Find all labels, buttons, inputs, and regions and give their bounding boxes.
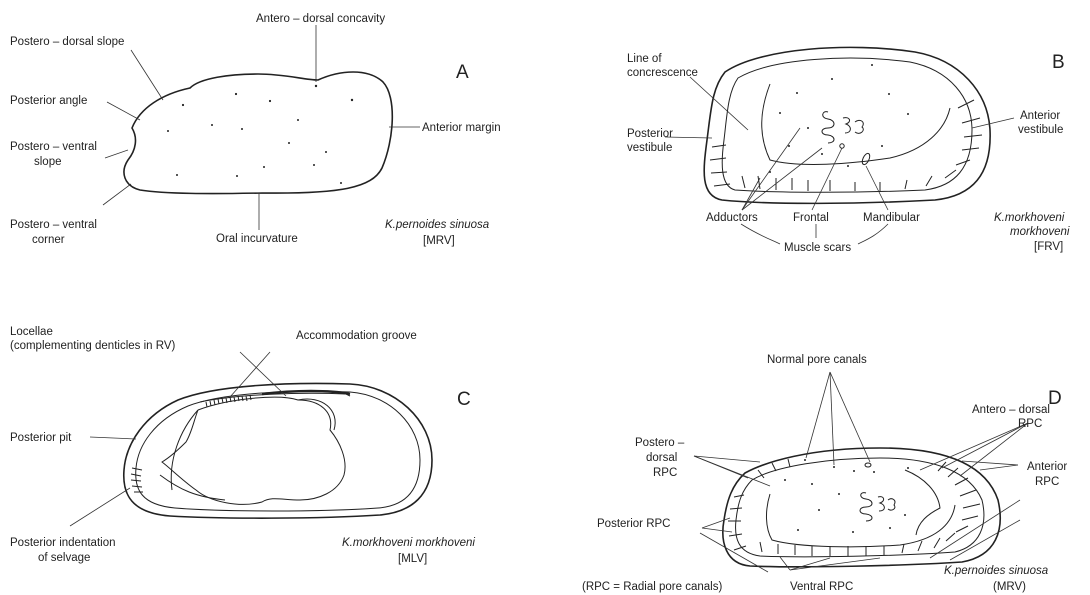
- postero-ventral-corner-label-2: corner: [32, 234, 65, 246]
- panel-a-carapace-outline: [124, 72, 392, 194]
- panel-b-radial-canals: [710, 100, 982, 191]
- postero-dorsal-rpc-label-1: Postero –: [635, 437, 685, 449]
- panel-c-species: K.morkhoveni morkhoveni: [342, 537, 475, 549]
- panel-b-pores: [769, 64, 909, 173]
- normal-pore-canals-label: Normal pore canals: [767, 354, 867, 366]
- postero-ventral-slope-label-1: Postero – ventral: [10, 141, 97, 153]
- panel-a-leaders: [103, 25, 420, 230]
- panel-c-letter: C: [457, 389, 471, 410]
- anterior-margin-label: Anterior margin: [422, 122, 501, 134]
- panel-d-vestibule-line: [905, 470, 940, 535]
- panel-d: D: [582, 354, 1067, 593]
- panel-b-species-2: morkhoveni: [1010, 226, 1070, 238]
- panel-b-outer-outline: [704, 47, 990, 203]
- adductors-label: Adductors: [706, 212, 758, 224]
- postero-dorsal-rpc-label-2: dorsal: [646, 452, 677, 464]
- panel-c-muscle-field: [162, 397, 345, 504]
- postero-dorsal-rpc-label-3: RPC: [653, 467, 677, 479]
- panel-c-posterior-pit: [131, 468, 143, 492]
- panel-b: B: [627, 47, 1070, 254]
- panel-b-muscle-scars: [822, 112, 871, 166]
- panel-c-view: [MLV]: [398, 553, 427, 565]
- anterior-rpc-label-1: Anterior: [1027, 461, 1067, 473]
- oral-incurvature-label: Oral incurvature: [216, 233, 298, 245]
- antero-dorsal-concavity-label: Antero – dorsal concavity: [256, 13, 385, 25]
- panel-a-species: K.pernoides sinuosa: [385, 219, 489, 231]
- posterior-vestibule-label-1: Posterior: [627, 128, 673, 140]
- anterior-rpc-label-2: RPC: [1035, 476, 1059, 488]
- panel-c-inner-margin: [136, 391, 420, 511]
- panel-d-inner-margin: [736, 458, 984, 557]
- postero-dorsal-slope-label: Postero – dorsal slope: [10, 36, 124, 48]
- panel-c-leaders: [70, 352, 286, 526]
- anterior-vestibule-label-1: Anterior: [1020, 110, 1060, 122]
- ventral-rpc-label: Ventral RPC: [790, 581, 853, 593]
- panel-a-view: [MRV]: [423, 235, 455, 247]
- locellae-label-1: Locellae: [10, 326, 53, 338]
- postero-ventral-slope-label-2: slope: [34, 156, 62, 168]
- panel-b-inner-margin: [722, 58, 972, 192]
- postero-ventral-corner-label-1: Postero – ventral: [10, 219, 97, 231]
- panel-a: A Antero – dorsal concavity Postero – do…: [10, 13, 501, 247]
- panel-c: C Locellae (complementing denticles in R…: [10, 326, 475, 565]
- posterior-indentation-label-1: Posterior indentation: [10, 537, 115, 549]
- panel-d-view: (MRV): [993, 581, 1026, 593]
- muscle-scars-label: Muscle scars: [784, 242, 851, 254]
- line-of-concrescence-label-1: Line of: [627, 53, 662, 65]
- panel-b-species-1: K.morkhoveni: [994, 212, 1065, 224]
- panel-d-pores: [784, 459, 909, 533]
- anterior-vestibule-label-2: vestibule: [1018, 124, 1063, 136]
- antero-dorsal-rpc-label-1: Antero – dorsal: [972, 404, 1050, 416]
- posterior-indentation-label-2: of selvage: [38, 552, 90, 564]
- frontal-label: Frontal: [793, 212, 829, 224]
- panel-b-view: [FRV]: [1034, 241, 1063, 253]
- posterior-angle-label: Posterior angle: [10, 95, 87, 107]
- panel-d-muscle-scars: [860, 463, 895, 521]
- panel-d-letter: D: [1048, 388, 1062, 409]
- panel-a-pores: [167, 85, 353, 184]
- posterior-pit-label: Posterior pit: [10, 432, 72, 444]
- posterior-vestibule-label-2: vestibule: [627, 142, 672, 154]
- mandibular-label: Mandibular: [863, 212, 920, 224]
- antero-dorsal-rpc-label-2: RPC: [1018, 418, 1042, 430]
- panel-c-outer-outline: [124, 383, 432, 518]
- accommodation-groove-label: Accommodation groove: [296, 330, 417, 342]
- line-of-concrescence-label-2: concrescence: [627, 67, 698, 79]
- panel-a-letter: A: [456, 62, 469, 83]
- panel-b-vestibule-line: [762, 84, 950, 164]
- rpc-note: (RPC = Radial pore canals): [582, 581, 722, 593]
- panel-d-inner-line: [766, 494, 955, 547]
- panel-d-species: K.pernoides sinuosa: [944, 565, 1048, 577]
- posterior-rpc-label: Posterior RPC: [597, 518, 671, 530]
- panel-b-letter: B: [1052, 52, 1065, 73]
- locellae-label-2: (complementing denticles in RV): [10, 340, 176, 352]
